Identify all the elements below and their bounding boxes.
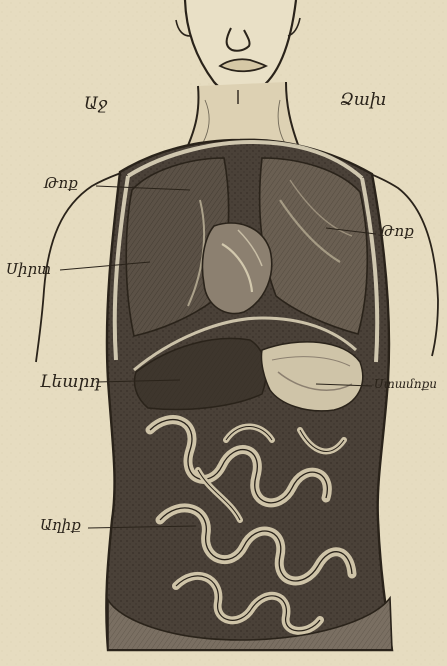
lung-label-right: Թոք — [380, 224, 414, 239]
lung-label-left: Թոք — [44, 176, 78, 191]
heart-label: Սիրտ — [6, 262, 51, 277]
stomach-label: Ստամոքս — [374, 378, 437, 390]
side-label-right-body: Աջ — [84, 96, 107, 113]
liver-label: Լեարդ — [40, 374, 101, 391]
intestine-label: Աղիք — [40, 518, 81, 533]
side-label-left-body: Ձախ — [340, 92, 386, 109]
